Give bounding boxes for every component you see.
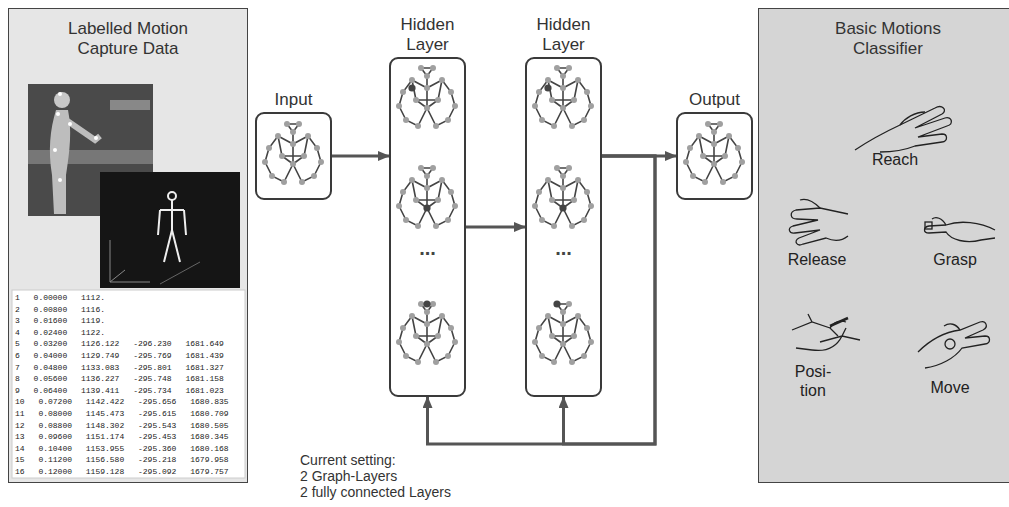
table-row: 6 0.04000 1129.749 -295.769 1681.439 [15,351,224,361]
box-heading: Output [670,90,760,110]
table-row: 4 0.02400 1122. [15,328,105,338]
data-table-sheet [12,290,245,478]
table-row: 16 0.12000 1159.128 -295.092 1679.757 [15,467,229,477]
table-row-holder: 6 0.04000 1129.749 -295.769 1681.439 [15,351,224,361]
table-row: 5 0.03200 1126.122 -296.230 1681.649 [15,339,224,349]
table-row: 1 0.00000 1112. [15,293,105,303]
input-layer-box: Input [255,112,332,200]
motion-label: Posi- tion [790,362,836,400]
table-row: 2 0.00800 1116. [15,305,105,315]
layer-connector [564,156,656,444]
table-row-holder: 2 0.00800 1116. [15,305,105,315]
table-row: 9 0.06400 1139.411 -295.734 1681.023 [15,386,224,396]
table-row: 11 0.08000 1145.473 -295.615 1680.709 [15,409,229,419]
table-row: 14 0.10400 1153.955 -295.360 1680.168 [15,444,229,454]
settings-note: Current setting: [300,452,396,468]
motion-label-holder: Reach [860,150,930,169]
capture-screenshot [100,172,240,288]
right-panel-ground [758,8,1009,483]
table-row-holder: 5 0.03200 1126.122 -296.230 1681.649 [15,339,224,349]
table-row: 3 0.01600 1119. [15,316,105,326]
layer-connector [332,155,389,158]
settings-note: 2 fully connected Layers [300,484,451,500]
table-row-holder: 4 0.02400 1122. [15,328,105,338]
ellipsis-mark: ... [389,238,466,258]
hand-sketches [789,107,995,368]
table-row: 10 0.07200 1142.422 -295.656 1680.835 [15,397,229,407]
table-row-holder: 15 0.11200 1156.580 -295.218 1679.958 [15,455,229,465]
motion-label: Reach [860,150,930,169]
motion-label-holder: Move [920,378,980,397]
box-heading: Basic Motions Classifier [803,19,973,59]
layer-connector [466,226,525,229]
settings-note-holder: 2 fully connected Layers [300,484,451,500]
table-row-holder: 9 0.06400 1139.411 -295.734 1681.023 [15,386,224,396]
table-row: 12 0.08800 1148.302 -295.543 1680.505 [15,421,229,431]
motion-label: Release [782,250,852,269]
layer-connector [428,156,656,444]
table-row-holder: 10 0.07200 1142.422 -295.656 1680.835 [15,397,229,407]
table-row-holder: 8 0.05600 1136.227 -295.748 1681.158 [15,374,224,384]
motion-label: Move [920,378,980,397]
box-heading: Hidden Layer [524,15,604,55]
settings-note-holder: 2 Graph-Layers [300,468,397,484]
table-row-holder: 12 0.08800 1148.302 -295.543 1680.505 [15,421,229,431]
motion-label-holder: Grasp [925,250,985,269]
classifier-panel: Basic Motions Classifier [758,8,1009,483]
table-row-holder: 7 0.04800 1133.083 -295.801 1681.327 [15,363,224,373]
motion-label: Grasp [925,250,985,269]
motion-label-holder: Posi- tion [790,362,836,400]
box-heading: Input [249,90,339,110]
settings-note-holder: Current setting: [300,452,396,468]
settings-note: 2 Graph-Layers [300,468,397,484]
left-panel-ground [8,8,248,483]
output-layer-box: Output [676,112,753,200]
box-heading: Labelled Motion Capture Data [43,19,213,59]
motion-label-holder: Release [782,250,852,269]
table-row-holder: 3 0.01600 1119. [15,316,105,326]
ellipsis-mark: ... [525,238,602,258]
table-row-holder: 16 0.12000 1159.128 -295.092 1679.757 [15,467,229,477]
hidden-layer-box: Hidden Layer [389,57,466,397]
table-row: 13 0.09600 1151.174 -295.453 1680.345 [15,432,229,442]
table-row-holder: 1 0.00000 1112. [15,293,105,303]
ellipsis-mark-holder: ... [525,238,602,258]
table-row: 15 0.11200 1156.580 -295.218 1679.958 [15,455,229,465]
graph-icons [262,65,745,365]
ellipsis-mark-holder: ... [389,238,466,258]
box-heading: Hidden Layer [388,15,468,55]
table-row-holder: 13 0.09600 1151.174 -295.453 1680.345 [15,432,229,442]
table-row-holder: 11 0.08000 1145.473 -295.615 1680.709 [15,409,229,419]
table-row-holder: 14 0.10400 1153.955 -295.360 1680.168 [15,444,229,454]
table-row: 8 0.05600 1136.227 -295.748 1681.158 [15,374,224,384]
box-grounds [255,57,753,397]
hidden-layer-box: Hidden Layer [525,57,602,397]
table-row: 7 0.04800 1133.083 -295.801 1681.327 [15,363,224,373]
